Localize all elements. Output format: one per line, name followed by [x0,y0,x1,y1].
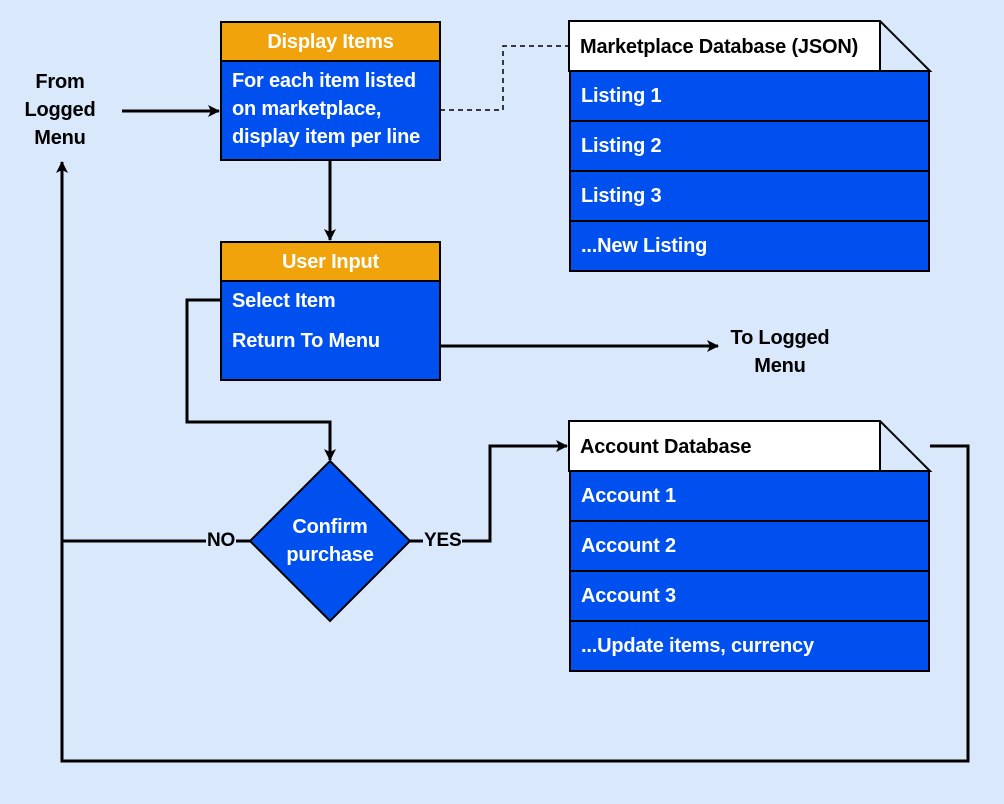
to-logged-menu-label: To Logged Menu [722,324,838,380]
user-input-option-select-item[interactable]: Select Item [232,290,336,312]
edge-select-to-decision [185,298,336,461]
edge-label-yes: YES [423,529,463,553]
marketplace-db-row-3: Listing 3 [569,172,930,222]
user-input-option-return-to-menu[interactable]: Return To Menu [232,330,380,352]
marketplace-db-title: Marketplace Database (JSON) [580,36,859,58]
from-label-line-3: Menu [34,127,86,149]
display-items-line-3: display item per line [232,126,421,148]
user-input-header: User Input [220,241,441,282]
from-label-line-1: From [35,71,85,93]
user-input-body: Select Item Return To Menu [220,282,441,381]
account-db-row-3: Account 3 [569,572,930,622]
from-logged-menu-label: From Logged Menu [14,68,106,152]
edge-label-no: NO [206,529,237,553]
decision-label-line-1: Confirm [292,516,368,538]
display-items-line-1: For each item listed [232,70,416,92]
account-db-title-shape [568,420,933,472]
display-items-line-2: on marketplace, [232,98,382,120]
decision-label-line-2: purchase [286,544,374,566]
marketplace-db-row-2: Listing 2 [569,122,930,172]
account-db-row-1: Account 1 [569,472,930,522]
edge-yes-to-account [410,440,568,543]
decision-diamond [248,459,412,623]
to-label-line-1: To Logged [730,327,830,349]
edge-account-loop-back [60,444,970,763]
to-label-line-2: Menu [754,355,806,377]
marketplace-db-row-1: Listing 1 [569,72,930,122]
account-db-row-4: ...Update items, currency [569,622,930,672]
display-items-header: Display Items [220,21,441,62]
from-label-line-2: Logged [24,99,96,121]
edge-display-to-marketplace-dashed [440,45,569,111]
account-db-row-2: Account 2 [569,522,930,572]
marketplace-db-row-4: ...New Listing [569,222,930,272]
marketplace-db-title-shape [568,20,933,72]
display-items-body: For each item listed on marketplace, dis… [220,62,441,161]
account-db-title: Account Database [580,436,752,458]
decision-label: Confirm purchase [270,513,390,569]
